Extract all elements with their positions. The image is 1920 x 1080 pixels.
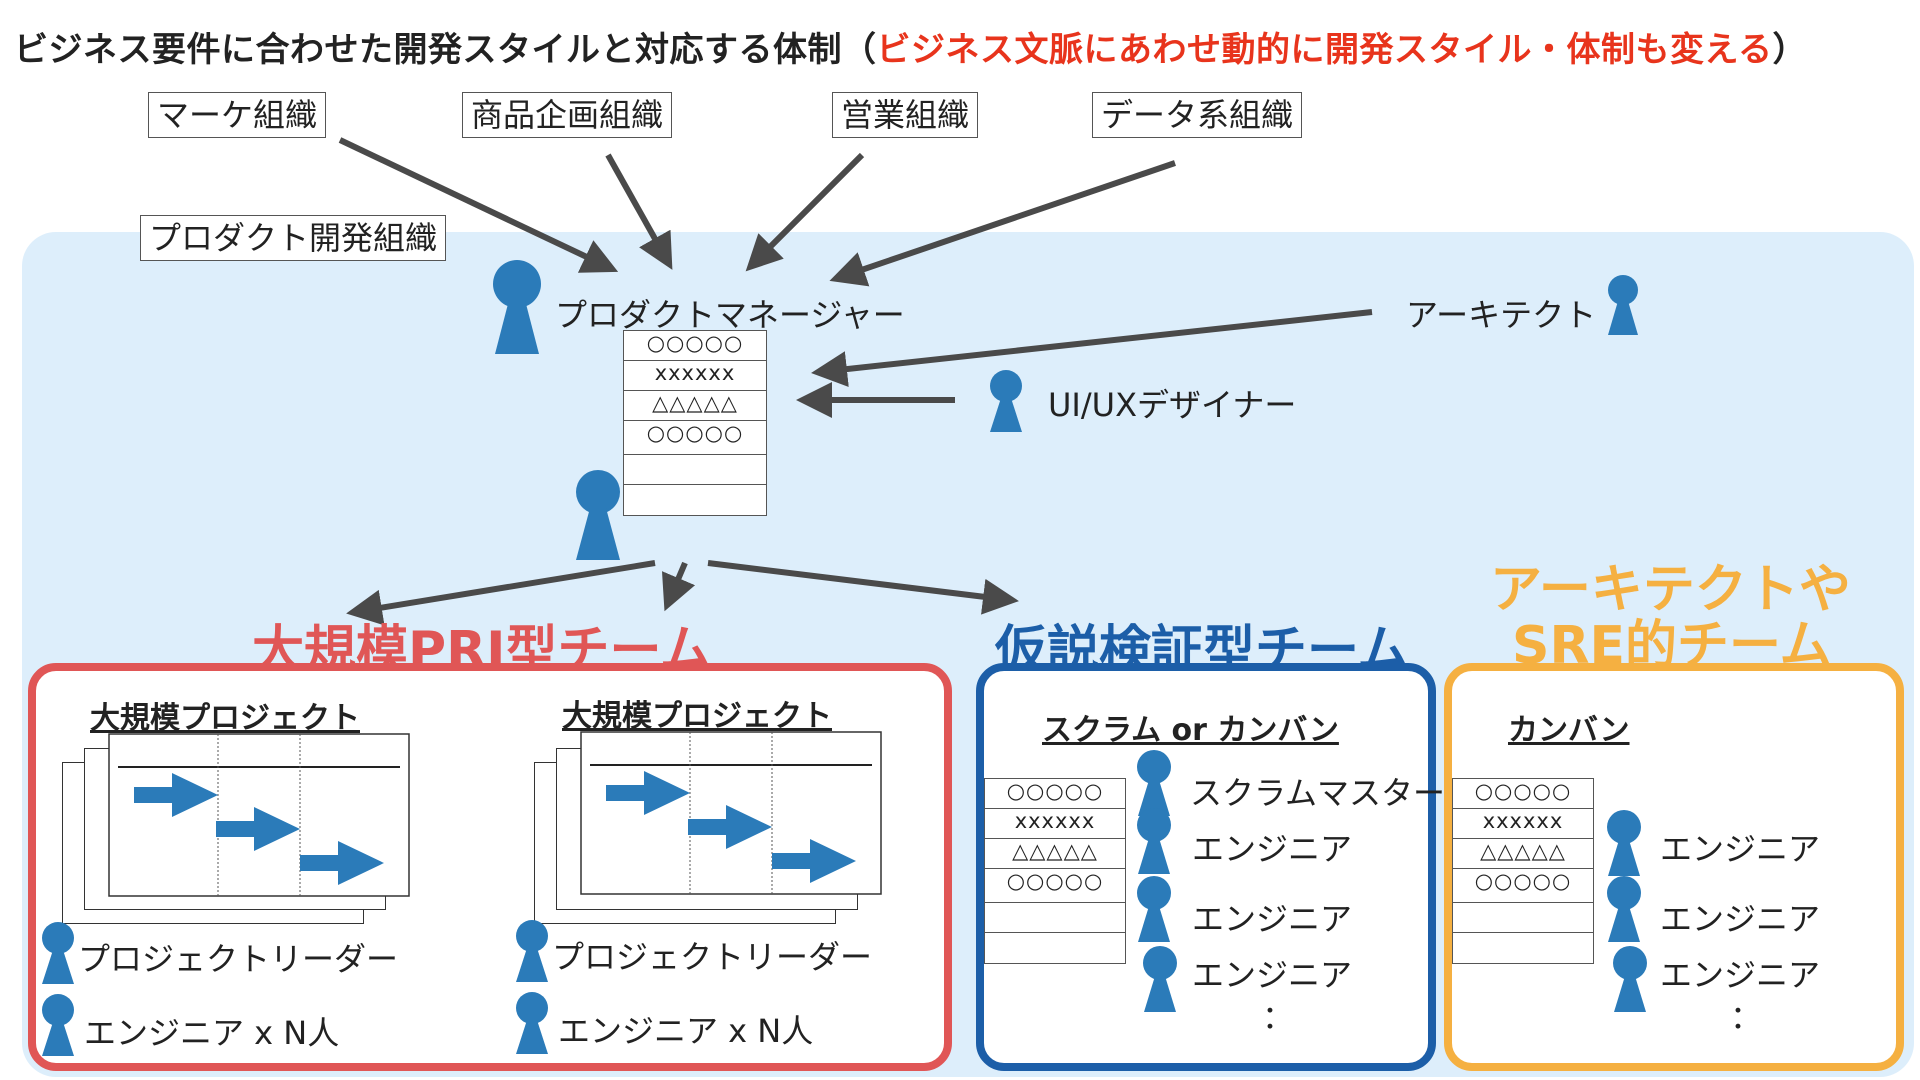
- role-engineer: エンジニア: [1660, 830, 1821, 868]
- person-icon: [42, 922, 74, 984]
- sprint-backlog: ○○○○○ xxxxxx △△△△△ ○○○○○: [984, 778, 1126, 964]
- arrow-large: [346, 560, 656, 626]
- person-icon: [493, 260, 541, 354]
- backlog-row: △△△△△: [1453, 839, 1593, 869]
- person-icon: [1137, 876, 1171, 942]
- backlog-row: ○○○○○: [985, 779, 1125, 809]
- org-product-planning: 商品企画組織: [462, 92, 673, 138]
- backlog-row: [624, 455, 766, 485]
- backlog-row: △△△△△: [624, 391, 766, 421]
- backlog-row: ○○○○○: [624, 421, 766, 455]
- backlog-row: xxxxxx: [985, 809, 1125, 839]
- backlog-row: [1453, 933, 1593, 963]
- backlog-row: ○○○○○: [985, 869, 1125, 903]
- org-marketing: マーケ組織: [148, 92, 327, 138]
- person-icon: [1143, 946, 1177, 1012]
- person-icon: [990, 370, 1022, 432]
- backlog-row: ○○○○○: [1453, 869, 1593, 903]
- title-main: ビジネス要件に合わせた開発スタイルと対応する体制（: [14, 30, 877, 70]
- arrow-large-2: [661, 561, 696, 612]
- team-box-hypothesis: [976, 663, 1436, 1071]
- role-engineer: エンジニア: [1192, 900, 1353, 938]
- person-icon: [1607, 810, 1641, 876]
- arrow-planning: [605, 153, 673, 270]
- arrow-sales: [745, 152, 865, 272]
- title-highlight: ビジネス文脈にあわせ動的に開発スタイル・体制も変える: [876, 30, 1773, 70]
- person-icon: [42, 994, 74, 1056]
- page-title: ビジネス要件に合わせた開発スタイルと対応する体制（ビジネス文脈にあわせ動的に開発…: [14, 22, 1807, 71]
- role-ux-designer: UI/UXデザイナー: [1048, 386, 1297, 424]
- backlog-row: xxxxxx: [1453, 809, 1593, 839]
- person-icon: [516, 920, 548, 982]
- team-title-architect-line1: アーキテクトや: [1490, 560, 1851, 620]
- person-icon: [1137, 808, 1171, 874]
- role-engineer: エンジニア: [1192, 956, 1353, 994]
- person-icon: [516, 992, 548, 1054]
- arrow-hypothesis: [707, 560, 1019, 615]
- role-engineer: エンジニア: [1192, 830, 1353, 868]
- person-icon: [1607, 876, 1641, 942]
- backlog-row: [985, 933, 1125, 963]
- org-sales: 営業組織: [832, 92, 979, 138]
- ellipsis: ：: [1262, 998, 1295, 1036]
- person-icon: [1613, 946, 1647, 1012]
- product-backlog: ○○○○○ xxxxxx △△△△△ ○○○○○: [623, 330, 767, 516]
- project-engineers-label: エンジニア x N人: [558, 1012, 814, 1050]
- backlog-row: xxxxxx: [624, 361, 766, 391]
- org-product-dev: プロダクト開発組織: [140, 215, 447, 261]
- arrow-architect: [811, 309, 1373, 387]
- team-title-architect: アーキテクトや SRE的チーム: [1490, 562, 1851, 674]
- gantt-chart: [580, 731, 882, 895]
- backlog-row: △△△△△: [985, 839, 1125, 869]
- team-method: カンバン: [1508, 713, 1630, 748]
- project-title: 大規模プロジェクト: [562, 699, 832, 734]
- org-data: データ系組織: [1092, 92, 1303, 138]
- role-architect: アーキテクト: [1406, 296, 1597, 334]
- project-leader-label: プロジェクトリーダー: [78, 940, 399, 978]
- backlog-row: ○○○○○: [1453, 779, 1593, 809]
- role-engineer: エンジニア: [1660, 956, 1821, 994]
- role-scrum-master: スクラムマスター: [1190, 774, 1446, 812]
- project-title: 大規模プロジェクト: [90, 701, 360, 736]
- backlog-row: [985, 903, 1125, 933]
- person-icon: [1608, 275, 1638, 335]
- gantt-chart: [108, 733, 410, 897]
- arrow-marketing: [338, 137, 619, 273]
- project-leader-label: プロジェクトリーダー: [552, 938, 873, 976]
- project-engineers-label: エンジニア x N人: [84, 1014, 340, 1052]
- person-icon: [576, 470, 620, 560]
- person-icon: [1137, 750, 1171, 816]
- ellipsis: ：: [1730, 998, 1763, 1036]
- role-engineer: エンジニア: [1660, 900, 1821, 938]
- kanban-backlog: ○○○○○ xxxxxx △△△△△ ○○○○○: [1452, 778, 1594, 964]
- backlog-row: [1453, 903, 1593, 933]
- arrow-data: [829, 160, 1176, 287]
- backlog-row: [624, 485, 766, 515]
- role-product-manager: プロダクトマネージャー: [555, 296, 905, 334]
- backlog-row: ○○○○○: [624, 331, 766, 361]
- team-method: スクラム or カンバン: [1042, 713, 1339, 748]
- title-close: ）: [1772, 30, 1807, 70]
